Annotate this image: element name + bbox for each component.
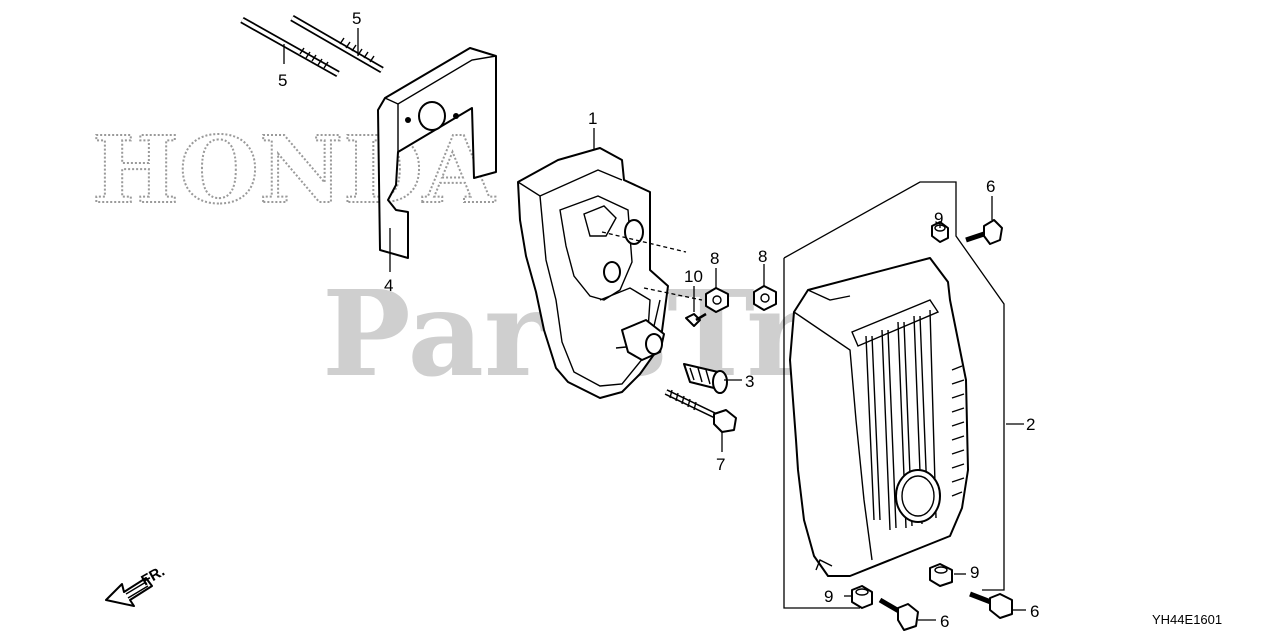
- cover-outlet-opening: [895, 469, 941, 523]
- callout-6-bottom-left: 6: [940, 612, 949, 631]
- muffler-protector-plate[interactable]: [377, 47, 497, 259]
- honda-watermark: HONDA: [92, 116, 496, 224]
- callout-10: 10: [684, 267, 703, 286]
- flange-nut-8-left[interactable]: [705, 287, 729, 313]
- tapping-screw-10[interactable]: [685, 312, 707, 327]
- callout-8-right: 8: [758, 247, 767, 266]
- callout-9-bottom-right: 9: [970, 563, 979, 582]
- stud-bolt-lower[interactable]: [240, 16, 340, 78]
- spark-arrester[interactable]: [683, 363, 728, 394]
- collar-9-bottom-left[interactable]: [851, 585, 873, 609]
- cover-assembly-bracket: [783, 181, 1005, 591]
- callout-2: 2: [1026, 415, 1035, 434]
- callout-6-bottom-right: 6: [1030, 602, 1039, 621]
- flange-nut-8-right[interactable]: [753, 285, 777, 311]
- callout-8-left: 8: [710, 249, 719, 268]
- flange-bolt-6-top[interactable]: [965, 219, 1003, 245]
- callout-1: 1: [588, 109, 597, 128]
- exhaust-outlet: [621, 319, 665, 361]
- callout-4: 4: [384, 276, 393, 295]
- callout-5-lower: 5: [278, 71, 287, 90]
- stud-bolt-upper[interactable]: [290, 14, 384, 74]
- callout-6-top: 6: [986, 177, 995, 196]
- front-direction-arrow-icon: [105, 577, 153, 607]
- flange-bolt-7[interactable]: [664, 389, 737, 433]
- muffler-cover[interactable]: [789, 257, 969, 577]
- callout-9-bottom-left: 9: [824, 587, 833, 606]
- flange-bolt-6-bottom-left[interactable]: [878, 597, 919, 631]
- callout-9-top: 9: [934, 209, 943, 228]
- callout-3: 3: [745, 372, 754, 391]
- callout-5-upper: 5: [352, 9, 361, 28]
- leader-lines: [283, 28, 1026, 621]
- diagram-code: YH44E1601: [1152, 612, 1222, 627]
- collar-9-bottom-right[interactable]: [929, 563, 953, 587]
- callout-7: 7: [716, 455, 725, 474]
- flange-bolt-6-bottom-right[interactable]: [969, 591, 1013, 619]
